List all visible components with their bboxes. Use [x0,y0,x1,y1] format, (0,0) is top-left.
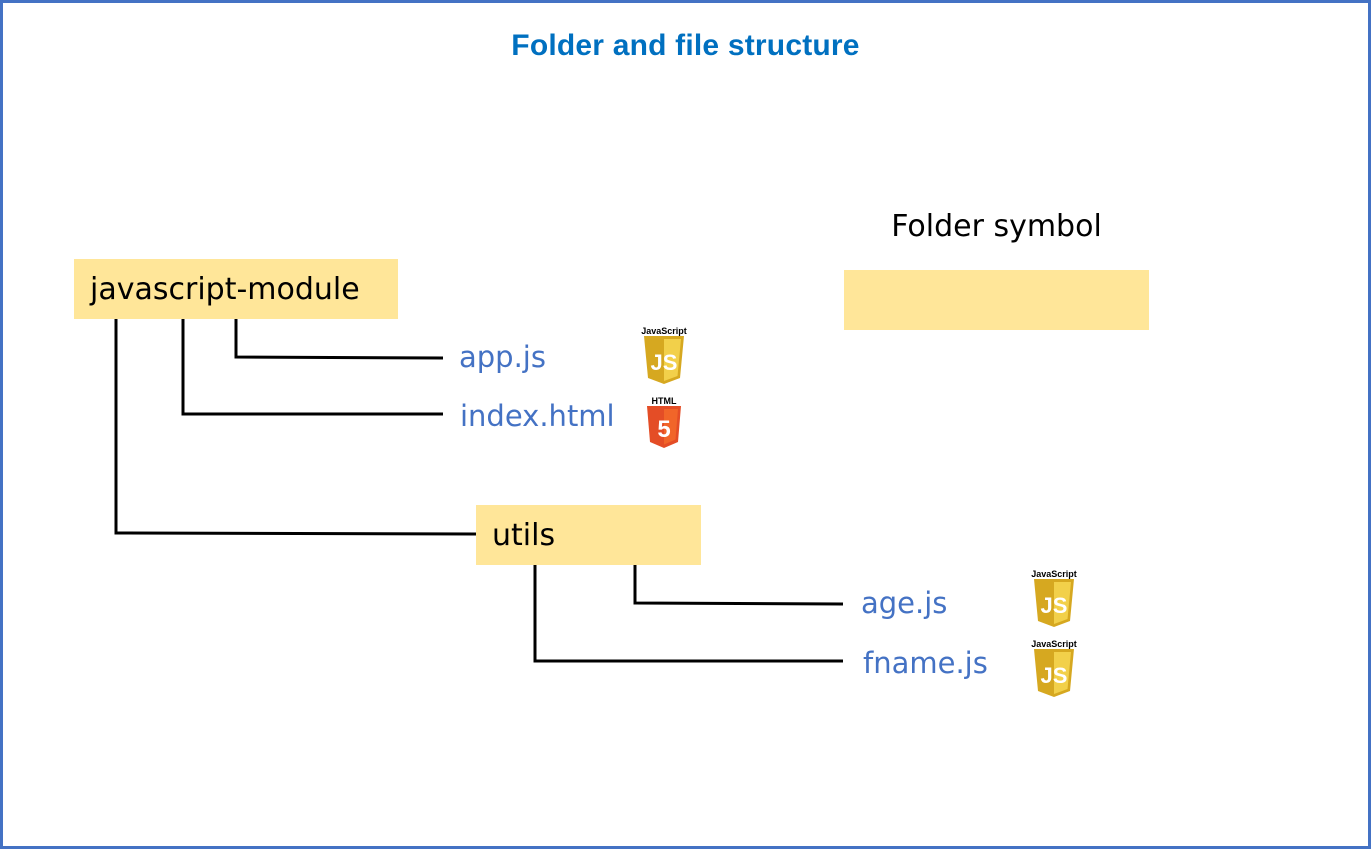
svg-text:JS: JS [651,350,678,375]
file-fname-js[interactable]: fname.js [863,646,988,680]
folder-utils[interactable]: utils [476,505,701,565]
folder-label: utils [492,517,556,553]
svg-text:JS: JS [1041,663,1068,688]
html5-icon: HTML 5 [636,396,692,460]
legend-folder-symbol [844,270,1149,330]
connector-utils [114,319,477,536]
legend-label: Folder symbol [891,209,1102,244]
connector-fname-js [533,565,843,663]
javascript-icon: JavaScript JS [1026,639,1082,703]
file-age-js[interactable]: age.js [861,586,948,620]
connector-age-js [633,565,844,606]
folder-label: javascript-module [90,271,360,307]
connector-app-js [234,319,444,360]
javascript-icon: JavaScript JS [636,326,692,390]
file-index-html[interactable]: index.html [460,399,615,433]
folder-javascript-module[interactable]: javascript-module [74,259,398,319]
svg-text:5: 5 [657,416,670,443]
connector-index-html [181,319,443,416]
javascript-icon: JavaScript JS [1026,569,1082,633]
file-app-js[interactable]: app.js [459,340,546,374]
tree-connectors [114,319,844,663]
svg-text:JS: JS [1041,593,1068,618]
page-title: Folder and file structure [511,29,860,62]
